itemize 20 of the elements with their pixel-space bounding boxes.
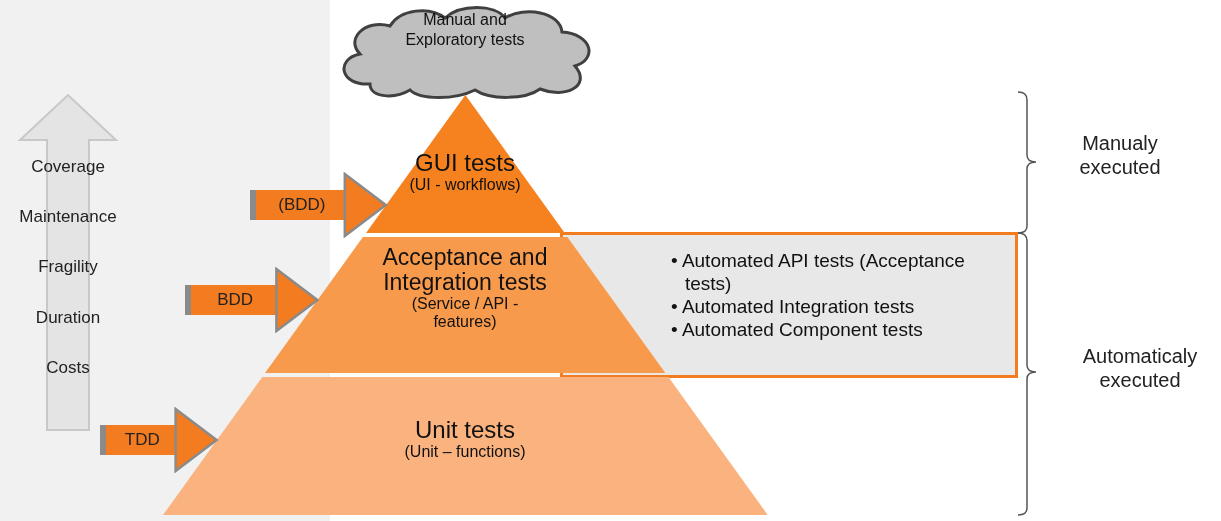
tier-title: GUI tests xyxy=(414,150,515,176)
bullet-item: • Automated Component tests xyxy=(671,318,924,341)
bracket-label: Manualy executed xyxy=(1078,131,1162,179)
axis-label: Fragility xyxy=(37,257,99,277)
bullet-item: • Automated API tests (Acceptance tests) xyxy=(671,249,966,295)
axis-label: Duration xyxy=(34,308,102,328)
edge-label: TDD xyxy=(123,430,161,450)
axis-label: Coverage xyxy=(30,157,106,177)
tier-subtitle: (UI - workflows) xyxy=(409,176,521,194)
edge-label: (BDD) xyxy=(277,195,327,215)
tier-subtitle: (Service / API - features) xyxy=(410,295,520,331)
tier-title: Acceptance and Integration tests xyxy=(381,245,549,295)
axis-label: Costs xyxy=(45,358,91,378)
cloud-label: Manual and Exploratory tests xyxy=(405,10,525,50)
axis-label: Maintenance xyxy=(18,207,118,227)
edge-label: BDD xyxy=(216,290,255,310)
bullet-item: • Automated Integration tests xyxy=(671,295,916,318)
tier-subtitle: (Unit – functions) xyxy=(404,443,526,461)
tier-title: Unit tests xyxy=(414,417,515,443)
bracket-label: Automaticaly executed xyxy=(1081,344,1199,392)
